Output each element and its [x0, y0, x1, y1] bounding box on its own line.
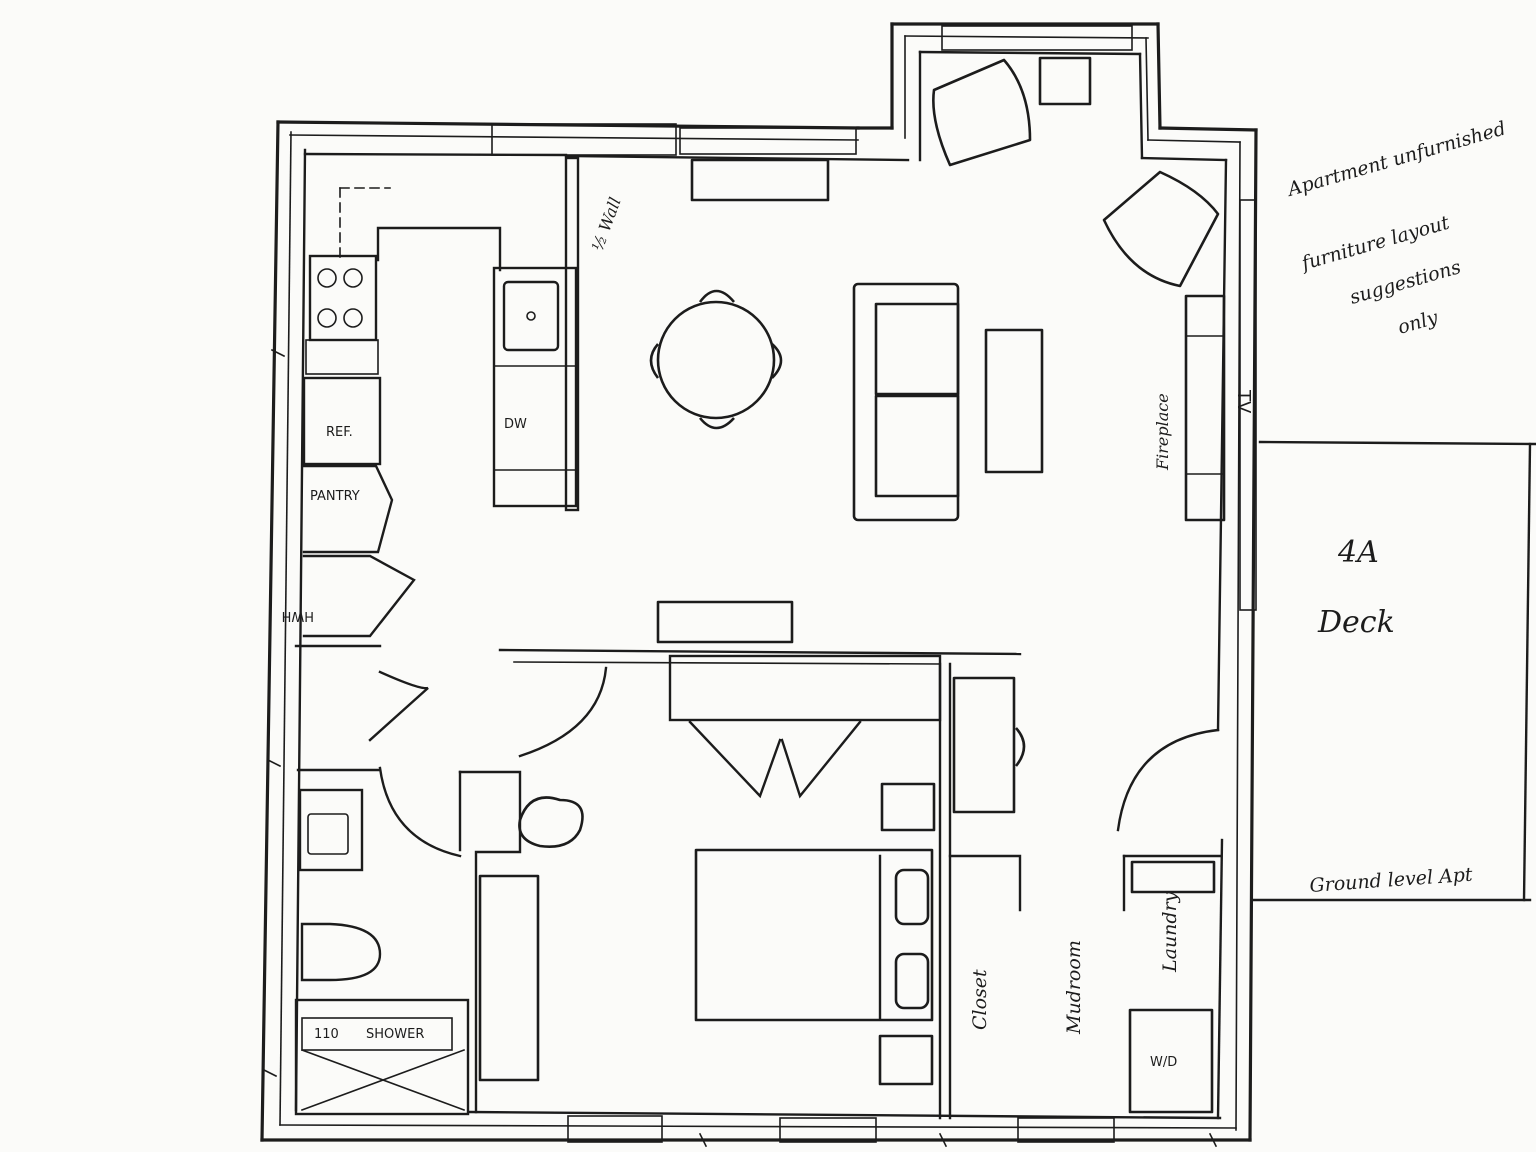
half-wall-label: ½ Wall [588, 195, 625, 254]
laundry-label: Laundry [1159, 891, 1181, 973]
sideboard [690, 158, 830, 202]
coffee-table [984, 328, 1044, 474]
ref-label: REF. [326, 425, 353, 440]
bench [656, 600, 794, 644]
deck-number: 4A [1337, 535, 1379, 570]
desk [952, 676, 1016, 814]
bed [694, 848, 934, 1022]
dw-label: DW [504, 417, 527, 432]
bedroom-chair [518, 796, 584, 848]
wd-label: W/D [1150, 1055, 1177, 1070]
armchair-2 [1102, 170, 1220, 288]
interior-walls [294, 156, 1222, 1120]
note-line-4: only [1395, 306, 1440, 338]
closet-label: Closet [969, 969, 991, 1030]
washer-dryer [1128, 1008, 1214, 1114]
sofa [852, 282, 960, 522]
exterior-walls [260, 22, 1258, 1148]
ground-level-note: Ground level Apt [1309, 864, 1474, 897]
deck [1252, 440, 1536, 902]
furniture [478, 56, 1226, 1114]
mudroom-label: Mudroom [1063, 940, 1085, 1035]
hwh-label: HWH [282, 608, 314, 623]
dining-table [656, 300, 776, 420]
tv-label: TV [1233, 389, 1254, 414]
dresser [478, 874, 540, 1082]
pantry-label: PANTRY [310, 489, 360, 504]
shower-label: SHOWER [366, 1027, 424, 1042]
handwritten-notes: Apartment unfurnished furniture layout s… [1283, 117, 1508, 897]
side-table [1038, 56, 1092, 106]
note-line-3: suggestions [1347, 256, 1463, 309]
fireplace-label: Fireplace [1153, 393, 1172, 471]
room-labels: ½ Wall DW REF. PANTRY HWH Fireplace TV C… [282, 195, 1395, 1070]
note-line-1: Apartment unfurnished [1283, 117, 1508, 201]
shower-num: 110 [314, 1027, 339, 1042]
deck-label: Deck [1317, 605, 1395, 640]
armchair-1 [932, 58, 1032, 167]
